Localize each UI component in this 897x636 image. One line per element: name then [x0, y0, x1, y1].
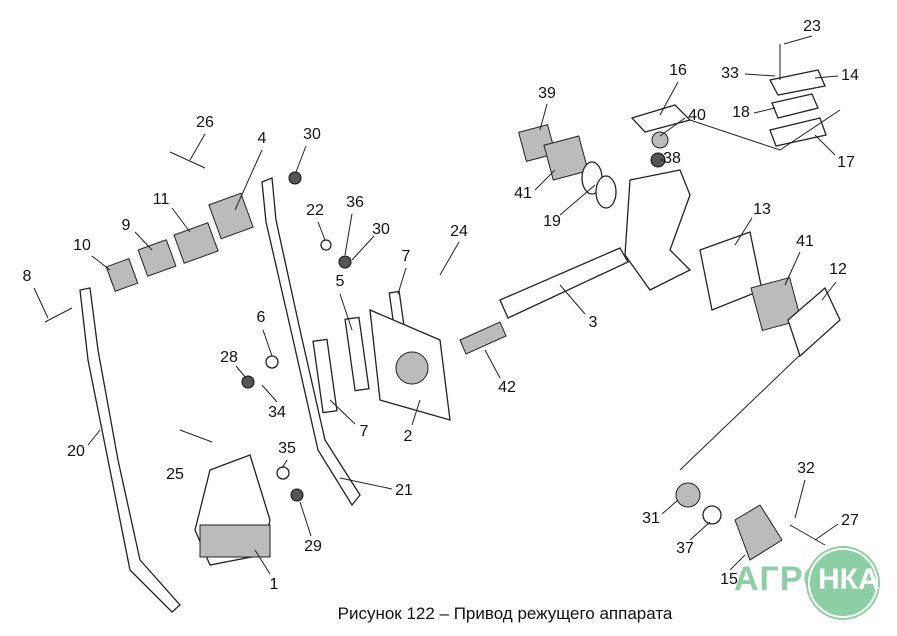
- bearing-11: [173, 222, 219, 264]
- label-31: 31: [642, 510, 660, 527]
- alignment-line-top: [689, 109, 841, 151]
- logo-badge: [808, 548, 878, 618]
- nut-29: [290, 488, 304, 502]
- label-26: 26: [196, 114, 214, 131]
- label-17: 17: [837, 154, 855, 171]
- bolt-27: [789, 524, 826, 546]
- label-41: 41: [514, 185, 532, 202]
- label-30b: 30: [372, 221, 390, 238]
- label-22: 22: [306, 202, 324, 219]
- label-42: 42: [498, 379, 516, 396]
- label-1: 1: [270, 576, 279, 593]
- label-14: 14: [841, 67, 859, 84]
- callout-labels: 23 33 14 16 39 40 18 38 17 26 4 30 41 19…: [23, 18, 859, 593]
- label-5: 5: [336, 273, 345, 290]
- label-27: 27: [841, 512, 859, 529]
- label-35: 35: [278, 440, 296, 457]
- alignment-line: [679, 354, 801, 471]
- label-30: 30: [303, 126, 321, 143]
- plate-16: [630, 104, 692, 133]
- label-2: 2: [404, 428, 413, 445]
- gear-40: [651, 131, 669, 149]
- bolt-25: [179, 429, 213, 443]
- lever-21: [261, 177, 361, 507]
- bushing-1: [199, 524, 271, 558]
- plate-14: [769, 69, 826, 96]
- label-11: 11: [153, 191, 170, 208]
- label-29: 29: [304, 538, 322, 555]
- bolt-8: [44, 307, 73, 323]
- bracket-4: [208, 192, 254, 240]
- nut-28: [241, 375, 255, 389]
- label-19: 19: [543, 213, 561, 230]
- label-8: 8: [23, 268, 32, 285]
- washer-35: [276, 466, 290, 480]
- label-9: 9: [122, 217, 131, 234]
- label-40: 40: [688, 107, 706, 124]
- housing-bore: [395, 351, 429, 385]
- label-39: 39: [538, 85, 556, 102]
- label-4: 4: [258, 130, 267, 147]
- housing-13: [699, 231, 763, 311]
- label-12: 12: [829, 261, 847, 278]
- plate-5: [344, 316, 370, 392]
- label-13: 13: [753, 201, 771, 218]
- nut-30b: [338, 255, 352, 269]
- label-25: 25: [166, 466, 184, 483]
- bearing-41b: [750, 276, 802, 332]
- sleeve: [459, 321, 507, 355]
- label-3: 3: [589, 314, 598, 331]
- washer-22: [320, 239, 332, 251]
- leader-lines: [33, 35, 839, 575]
- bearing-41a: [543, 135, 589, 181]
- label-37: 37: [676, 540, 694, 557]
- label-16: 16: [669, 62, 687, 79]
- gear-31: [675, 482, 701, 508]
- washer-19b: [595, 175, 617, 209]
- spring-37: [702, 505, 722, 525]
- label-23: 23: [803, 18, 821, 35]
- shaft-3: [499, 247, 629, 319]
- label-20: 20: [67, 443, 85, 460]
- bracket-16-assembly: [624, 169, 692, 291]
- label-7: 7: [402, 248, 411, 265]
- parts: [44, 44, 841, 613]
- gasket-12: [787, 286, 841, 358]
- label-18: 18: [732, 104, 750, 121]
- label-38: 38: [663, 150, 681, 167]
- nut-30a: [288, 171, 302, 185]
- label-28: 28: [220, 349, 238, 366]
- bolt-26: [169, 151, 206, 169]
- label-41b: 41: [796, 233, 814, 250]
- label-33: 33: [721, 65, 739, 82]
- label-36: 36: [346, 194, 364, 211]
- figure-caption: Рисунок 122 – Привод режущего аппарата: [337, 604, 673, 623]
- washer-6: [265, 355, 279, 369]
- bushing-9: [137, 239, 177, 277]
- bushing-10: [105, 258, 139, 292]
- label-10: 10: [73, 237, 91, 254]
- hub-15: [734, 504, 783, 561]
- label-21: 21: [395, 482, 413, 499]
- label-34: 34: [268, 404, 286, 421]
- plate-17: [769, 117, 827, 147]
- logo-suffix: НКА: [818, 563, 880, 596]
- label-24: 24: [450, 223, 468, 240]
- label-15: 15: [720, 571, 738, 588]
- label-7b: 7: [360, 423, 369, 440]
- label-6: 6: [257, 309, 266, 326]
- lever-20: [79, 287, 181, 613]
- plate-7: [312, 338, 338, 414]
- label-32: 32: [797, 460, 815, 477]
- plate-18: [771, 93, 819, 119]
